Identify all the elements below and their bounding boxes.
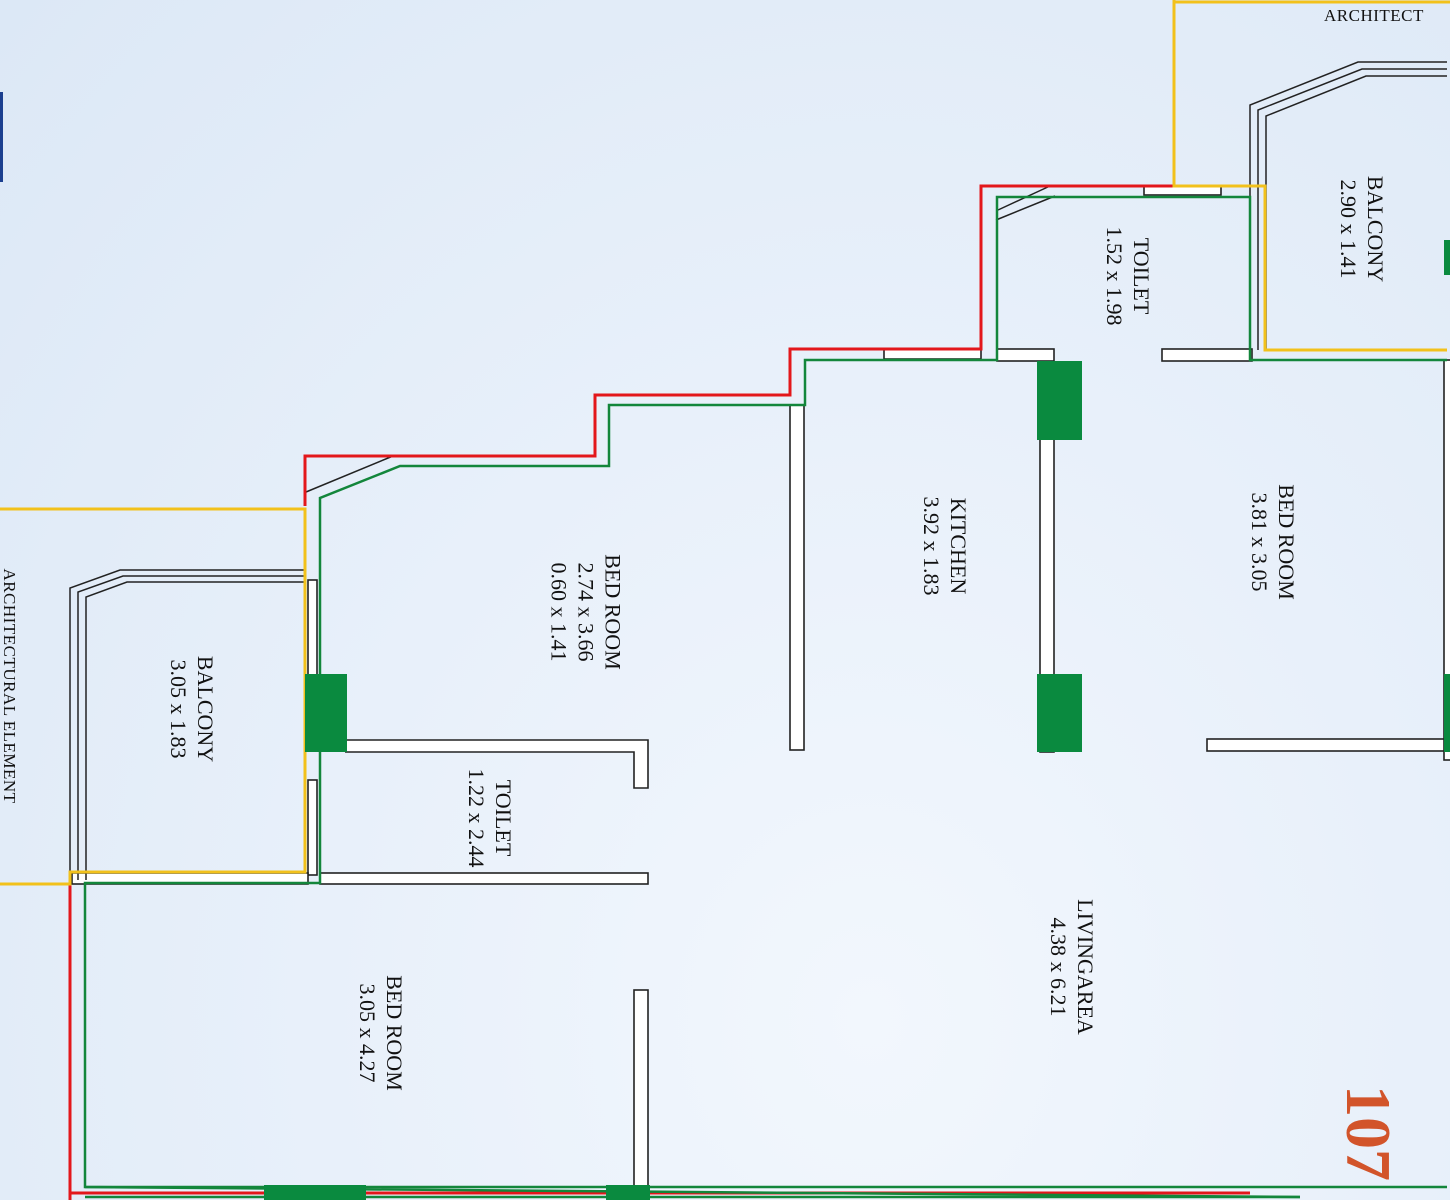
room-label-balcony-left: BALCONY 3.05 x 1.83 [165,656,219,762]
left-edge-fragment [0,92,3,182]
toilet-top-bottom-wall-left [996,348,1055,362]
right-wall-stub [1443,359,1450,761]
room-label-living: LIVINGAREA 4.38 x 6.21 [1045,899,1099,1035]
green-boundary [83,195,1447,1199]
room-name: BALCONY [1363,175,1388,283]
column [1037,674,1082,752]
room-name: BED ROOM [1274,484,1299,600]
architectural-element-label: ARCHITECTURAL ELEMENT [0,568,19,804]
column [1444,674,1450,752]
column [305,674,347,752]
room-name: BED ROOM [600,554,626,670]
room-label-bedroom-mid: BED ROOM 2.74 x 3.66 0.60 x 1.41 [546,554,627,670]
room-label-toilet-top: TOILET 1.52 x 1.98 [1101,227,1155,326]
column [1037,361,1082,440]
room-name: TOILET [1129,237,1154,315]
room-dims: 3.81 x 3.05 [1247,492,1272,592]
balcony-top-rail-mid [1257,68,1447,350]
balcony-left-rail-outer [69,569,305,880]
room-dims: 1.22 x 2.44 [464,768,489,868]
bedroom-bottom-right-wall [633,989,649,1196]
room-name: LIVINGAREA [1073,899,1098,1035]
columns [264,240,1450,1200]
room-label-bedroom-bottom: BED ROOM 3.05 x 4.27 [354,975,408,1091]
walls [71,185,1450,1196]
balcony-left-window-2 [307,779,318,876]
room-label-kitchen: KITCHEN 3.92 x 1.83 [918,497,972,596]
toilet-mid-bottom-wall [319,872,649,885]
room-dims: 4.38 x 6.21 [1046,917,1071,1017]
red-boundary [303,184,1175,506]
balcony-left-window [307,579,318,676]
room-dims: 0.60 x 1.41 [546,562,572,662]
room-label-toilet-mid: TOILET 1.22 x 2.44 [463,769,517,868]
room-label-balcony-top: BALCONY 2.90 x 1.41 [1335,176,1389,282]
bedroom-right-bottom-wall [1206,738,1448,752]
room-dims: 1.52 x 1.98 [1102,226,1127,326]
column [264,1185,366,1200]
room-name: KITCHEN [946,497,971,595]
yellow-top-architect [1172,0,1447,352]
balcony-left-rail-mid [77,575,305,880]
room-name: BALCONY [193,655,218,763]
column [606,1185,650,1200]
room-name: TOILET [491,779,516,857]
room-dims: 3.05 x 1.83 [166,659,191,759]
room-dims: 2.90 x 1.41 [1336,179,1361,279]
kitchen-left-wall [789,404,805,751]
yellow-left-architect [0,507,307,886]
architect-label-top: ARCHITECT [1324,6,1424,25]
room-dims: 3.05 x 4.27 [355,983,380,1083]
toilet-mid-top-wall [345,739,649,789]
unit-number: 107 [1333,1085,1404,1181]
room-dims: 3.92 x 1.83 [919,496,944,596]
balcony-left-rail-inner [85,581,305,880]
room-dims: 2.74 x 3.66 [573,562,599,662]
column [1444,240,1450,275]
room-label-bedroom-right: BED ROOM 3.81 x 3.05 [1246,484,1300,600]
room-name: BED ROOM [382,975,407,1091]
toilet-top-bottom-wall-right [1161,348,1253,362]
